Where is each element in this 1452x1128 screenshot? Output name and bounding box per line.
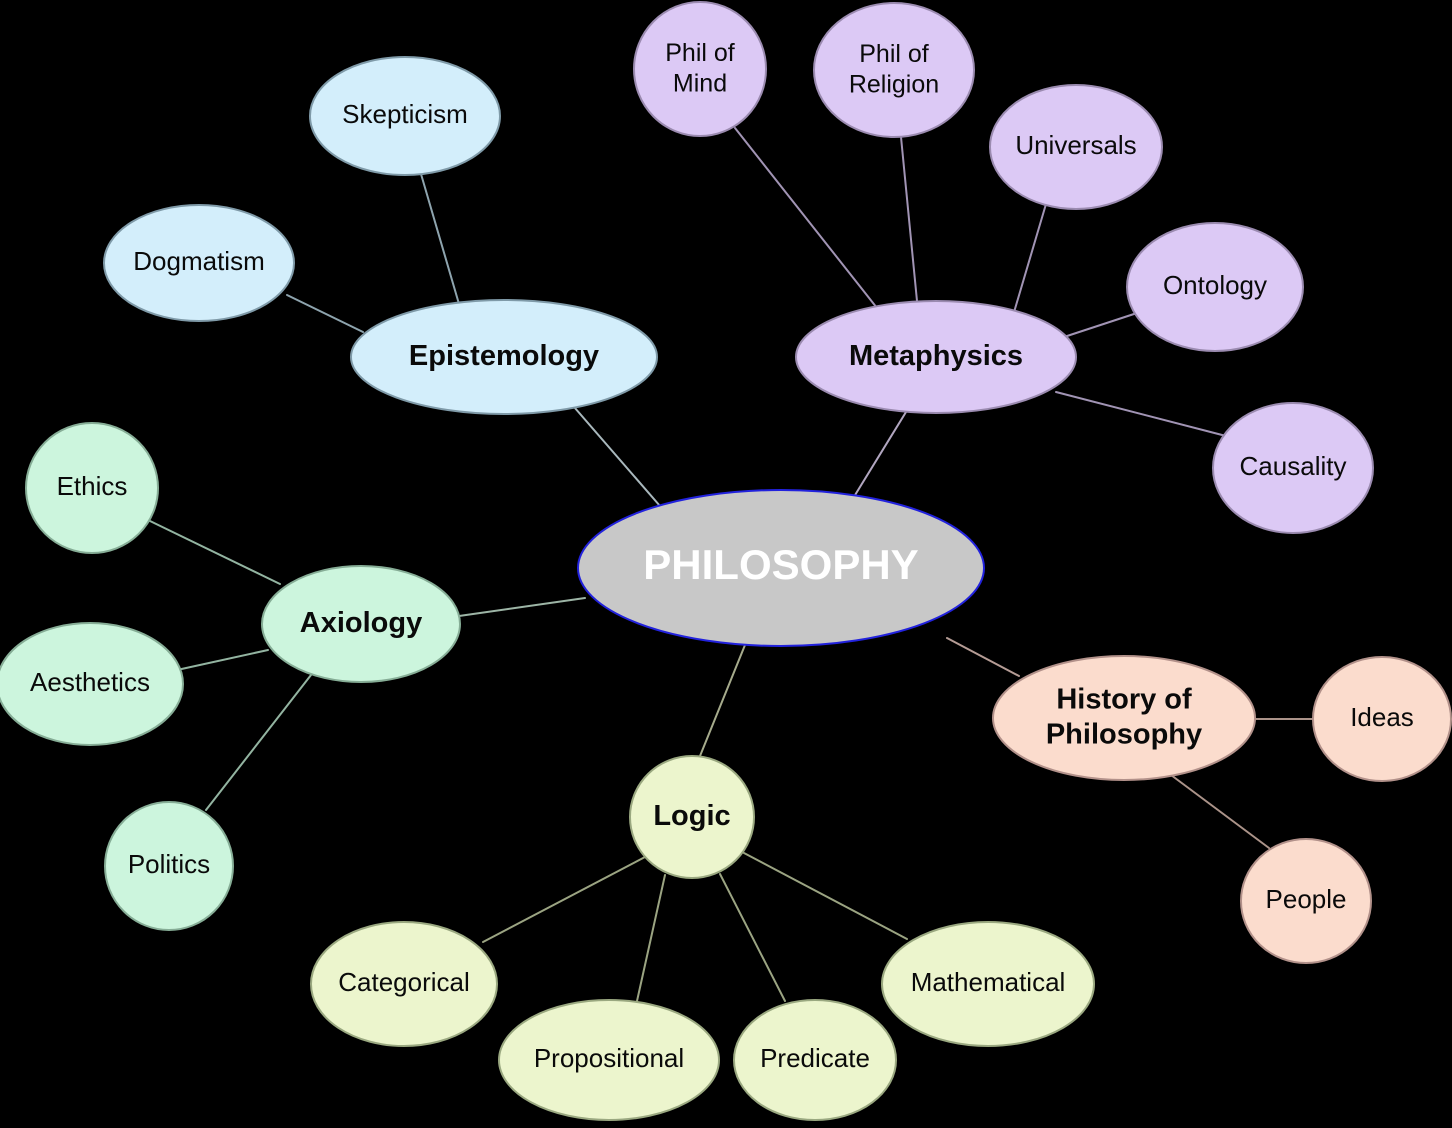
node-categorical[interactable]: Categorical [310, 921, 498, 1047]
edge-metaphysics-to-phil-of-mind [734, 127, 878, 309]
leaf-predicate-shape [733, 999, 897, 1121]
node-ideas[interactable]: Ideas [1312, 656, 1452, 782]
leaf-dogmatism-shape [103, 204, 295, 322]
node-people[interactable]: People [1240, 838, 1372, 964]
node-metaphysics[interactable]: Metaphysics [795, 300, 1077, 414]
edge-logic-to-predicate [719, 873, 786, 1002]
leaf-categorical-shape [310, 921, 498, 1047]
edge-epistemology-to-skepticism [420, 173, 460, 305]
node-ontology[interactable]: Ontology [1126, 222, 1304, 352]
edge-axiology-to-ethics [149, 520, 281, 585]
node-politics[interactable]: Politics [104, 801, 234, 931]
node-aesthetics[interactable]: Aesthetics [0, 622, 184, 746]
edge-philosophy-to-history-of-philosophy [946, 637, 1020, 677]
edge-history-of-philosophy-to-people [1170, 774, 1270, 849]
node-epistemology[interactable]: Epistemology [350, 299, 658, 415]
node-axiology[interactable]: Axiology [261, 565, 461, 683]
leaf-ethics-shape [25, 422, 159, 554]
node-predicate[interactable]: Predicate [733, 999, 897, 1121]
leaf-phil-of-religion-shape [813, 2, 975, 138]
center-philosophy-shape [577, 489, 985, 647]
edge-metaphysics-to-universals [1011, 203, 1047, 320]
edge-philosophy-to-logic [699, 644, 746, 757]
edge-philosophy-to-axiology [458, 597, 586, 617]
leaf-ideas-shape [1312, 656, 1452, 782]
node-logic[interactable]: Logic [629, 755, 755, 879]
edge-logic-to-categorical [482, 856, 646, 943]
branch-logic-shape [629, 755, 755, 879]
edge-axiology-to-politics [205, 674, 312, 811]
branch-epistemology-shape [350, 299, 658, 415]
node-causality[interactable]: Causality [1212, 402, 1374, 534]
leaf-universals-shape [989, 84, 1163, 210]
leaf-causality-shape [1212, 402, 1374, 534]
edge-metaphysics-to-causality [1055, 391, 1227, 437]
node-mathematical[interactable]: Mathematical [881, 921, 1095, 1047]
node-skepticism[interactable]: Skepticism [309, 56, 501, 176]
edges-layer [149, 127, 1315, 1002]
leaf-politics-shape [104, 801, 234, 931]
node-ethics[interactable]: Ethics [25, 422, 159, 554]
leaf-aesthetics-shape [0, 622, 184, 746]
edge-metaphysics-to-phil-of-religion [900, 136, 918, 302]
node-dogmatism[interactable]: Dogmatism [103, 204, 295, 322]
leaf-propositional-shape [498, 999, 720, 1121]
leaf-phil-of-mind-shape [633, 1, 767, 137]
edge-logic-to-propositional [636, 874, 666, 1002]
branch-metaphysics-shape [795, 300, 1077, 414]
edge-epistemology-to-dogmatism [286, 294, 364, 333]
branch-axiology-shape [261, 565, 461, 683]
leaf-people-shape [1240, 838, 1372, 964]
node-propositional[interactable]: Propositional [498, 999, 720, 1121]
leaf-skepticism-shape [309, 56, 501, 176]
edge-philosophy-to-epistemology [567, 399, 661, 507]
edge-axiology-to-aesthetics [176, 649, 269, 671]
node-philosophy[interactable]: PHILOSOPHY [577, 489, 985, 647]
edge-philosophy-to-metaphysics [851, 411, 907, 501]
leaf-ontology-shape [1126, 222, 1304, 352]
edge-metaphysics-to-ontology [1063, 312, 1138, 338]
edge-logic-to-mathematical [743, 852, 908, 940]
leaf-mathematical-shape [881, 921, 1095, 1047]
node-universals[interactable]: Universals [989, 84, 1163, 210]
branch-history-of-philosophy-shape [992, 655, 1256, 781]
